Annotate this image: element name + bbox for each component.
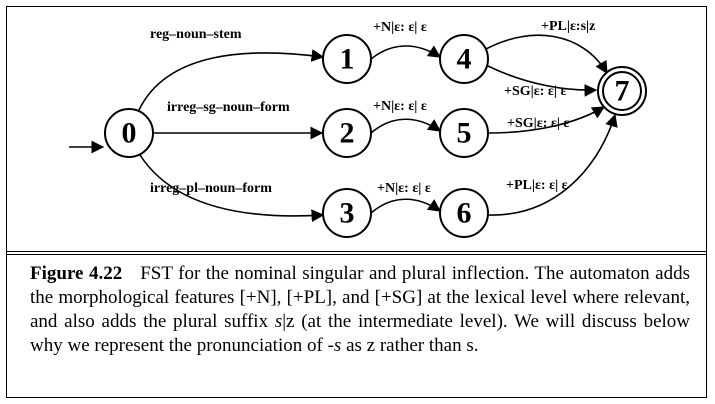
state-node-7: 7 xyxy=(597,66,647,116)
state-node-1: 1 xyxy=(322,34,372,84)
caption-divider-inner xyxy=(7,254,706,255)
fst-diagram: 0 1 2 3 4 5 6 7 reg–noun–stem irreg–sg–noun–form… xyxy=(69,19,647,238)
caption-text-1: FST for the nominal singular and plural … xyxy=(30,263,690,332)
state-label-2: 2 xyxy=(340,117,355,150)
state-circle-4 xyxy=(439,34,489,84)
state-label-4: 4 xyxy=(457,43,472,76)
edge-label-3-6: +N|ε: ε| ε xyxy=(377,181,431,196)
edge-1-4 xyxy=(370,45,442,60)
state-node-5: 5 xyxy=(439,108,489,158)
state-node-0: 0 xyxy=(104,108,154,158)
state-label-7: 7 xyxy=(615,75,630,108)
edge-2-5 xyxy=(370,118,442,134)
edge-label-5-7: +SG|ε: ε| ε xyxy=(507,116,569,131)
state-label-5: 5 xyxy=(457,117,472,150)
caption-dash-s: -s xyxy=(327,335,342,356)
edge-label-4-7: +SG|ε: ε| ε xyxy=(504,84,566,99)
state-label-0: 0 xyxy=(122,117,137,150)
edge-3-6 xyxy=(370,198,442,214)
state-circle-2 xyxy=(322,108,372,158)
caption-bar: | xyxy=(282,311,287,332)
state-node-3: 3 xyxy=(322,188,372,238)
edge-5-7 xyxy=(487,106,606,134)
state-circle-3 xyxy=(322,188,372,238)
state-circle-1 xyxy=(322,34,372,84)
edge-label-0-3: irreg–pl–noun–form xyxy=(150,181,272,196)
edge-label-1-4: +N|ε: ε| ε xyxy=(373,20,427,35)
edge-label-4-7: +PL|ε:s|z xyxy=(541,19,595,34)
caption-suffix-z: z xyxy=(286,311,295,332)
state-circle-6 xyxy=(439,188,489,238)
state-circle-0 xyxy=(104,108,154,158)
state-label-6: 6 xyxy=(457,197,472,230)
caption-suffix-s: s xyxy=(274,311,283,332)
edge-4-7 xyxy=(487,65,598,97)
edge-label-0-2: irreg–sg–noun–form xyxy=(167,100,290,115)
figure-frame: 0 1 2 3 4 5 6 7 reg–noun–stem irreg–sg–noun–form… xyxy=(6,6,707,398)
final-state-inner-circle xyxy=(602,71,642,111)
state-node-6: 6 xyxy=(439,188,489,238)
edge-label-2-5: +N|ε: ε| ε xyxy=(373,99,427,114)
edge-4-7 xyxy=(485,34,608,75)
caption-z: z xyxy=(366,335,376,356)
caption-text-3: as xyxy=(341,335,367,356)
edge-0-1 xyxy=(138,49,325,111)
state-circle-5 xyxy=(439,108,489,158)
state-node-2: 2 xyxy=(322,108,372,158)
figure-label: Figure 4.22 xyxy=(30,263,123,284)
caption-divider xyxy=(7,251,706,252)
caption-text-2: (at the intermediate level). We will dis… xyxy=(30,311,690,356)
caption-s: s xyxy=(466,335,474,356)
state-label-3: 3 xyxy=(340,197,355,230)
edge-label-0-1: reg–noun–stem xyxy=(150,27,242,42)
caption-text-5: . xyxy=(473,335,479,356)
edge-0-3 xyxy=(139,154,325,223)
edge-label-6-7: +PL|ε: ε| ε xyxy=(506,178,568,193)
edge-6-7 xyxy=(487,113,618,216)
state-label-1: 1 xyxy=(340,43,355,76)
caption-text-4: rather than xyxy=(375,335,467,356)
state-node-4: 4 xyxy=(439,34,489,84)
